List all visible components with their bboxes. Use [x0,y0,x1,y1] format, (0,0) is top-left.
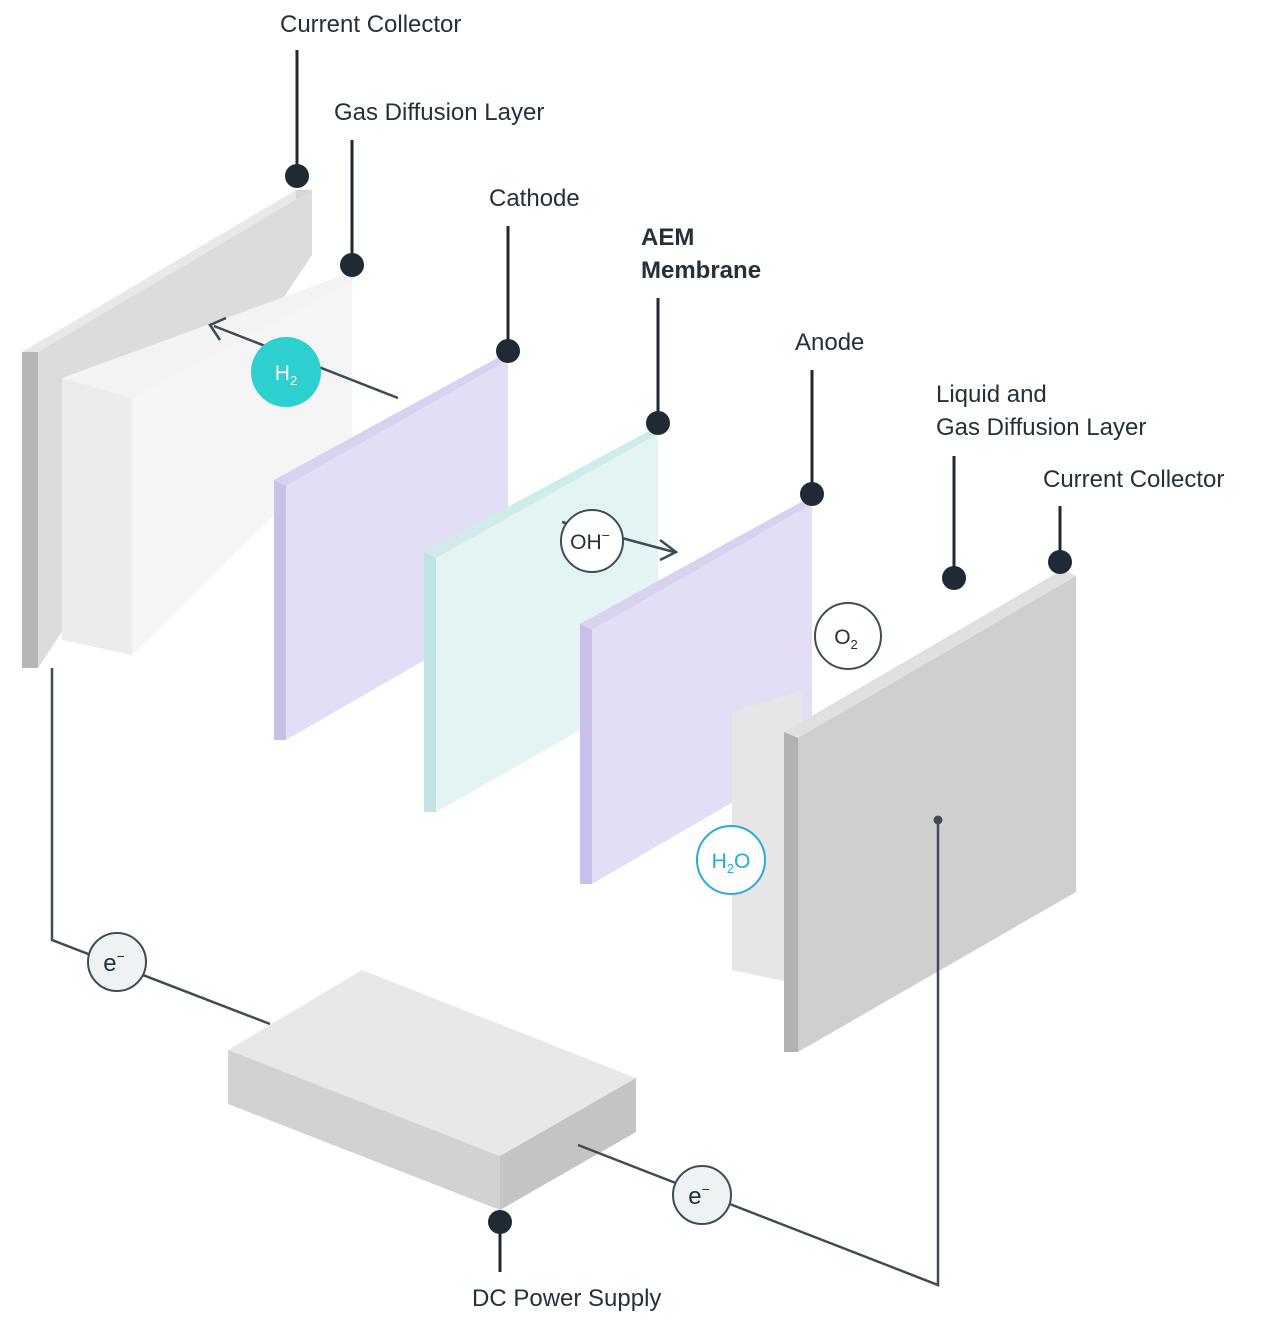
leader-lines [285,50,1072,1272]
dc-power-supply-box [228,970,636,1210]
right-current-collector [784,570,1076,1052]
o2-bubble: O2 [814,602,882,670]
label-current-collector-right: Current Collector [1043,466,1224,493]
svg-text:OH−: OH− [570,527,610,554]
electron-bubble-right: e− [672,1165,732,1225]
svg-text:H2: H2 [275,362,297,388]
svg-text:H2O: H2O [712,850,751,876]
label-gas-diffusion-layer: Gas Diffusion Layer [334,99,544,126]
hydroxide-bubble: OH− [560,509,624,573]
h2-flow: H2 [208,316,399,407]
label-lgdl-line1: Liquid and [936,381,1047,408]
labels: Current Collector Gas Diffusion Layer Ca… [280,11,1224,1312]
svg-text:O2: O2 [834,626,858,652]
h2-bubble: H2 [251,337,321,407]
anode-plate [580,496,812,884]
svg-text:e−: e− [103,948,125,977]
h2o-bubble: H2O [696,825,766,895]
oh-flow: OH− [560,509,679,573]
label-lgdl-line2: Gas Diffusion Layer [936,414,1146,441]
label-cathode: Cathode [489,185,580,212]
label-current-collector-left: Current Collector [280,11,461,38]
svg-text:e−: e− [688,1181,710,1210]
electron-bubble-left: e− [87,932,147,992]
label-aem-line1: AEM [641,224,694,251]
label-dc-power-supply: DC Power Supply [472,1285,661,1312]
label-aem-line2: Membrane [641,257,761,284]
cathode-plate [274,352,508,740]
label-anode: Anode [795,329,864,356]
